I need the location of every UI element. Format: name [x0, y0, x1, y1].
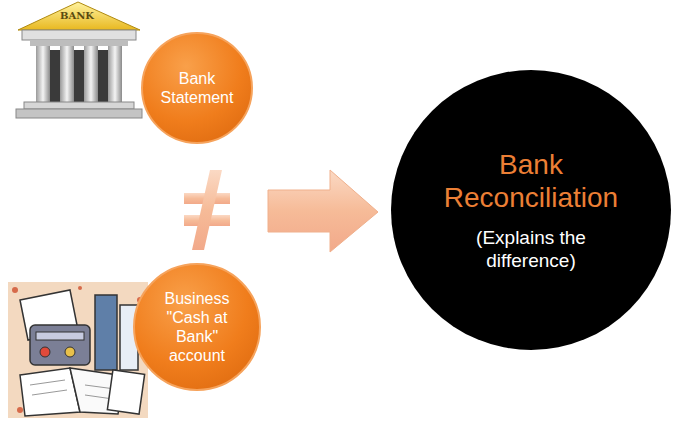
office-clipart — [8, 282, 148, 418]
node-title: Business "Cash at Bank" account — [151, 289, 243, 366]
not-equal-symbol — [184, 170, 230, 250]
bank-icon — [16, 2, 142, 118]
node-title: Bank Statement — [151, 69, 243, 107]
reconciliation-circle: Bank Reconciliation (Explains the differe… — [391, 70, 671, 350]
node-note: (Explains the difference) — [446, 227, 616, 273]
node-title: Bank Reconciliation — [421, 148, 641, 215]
block-arrow — [268, 170, 378, 252]
bank-sign: BANK — [52, 10, 102, 21]
statement-circle: Bank Statement — [141, 32, 253, 144]
account-circle: Business "Cash at Bank" account — [133, 263, 261, 391]
